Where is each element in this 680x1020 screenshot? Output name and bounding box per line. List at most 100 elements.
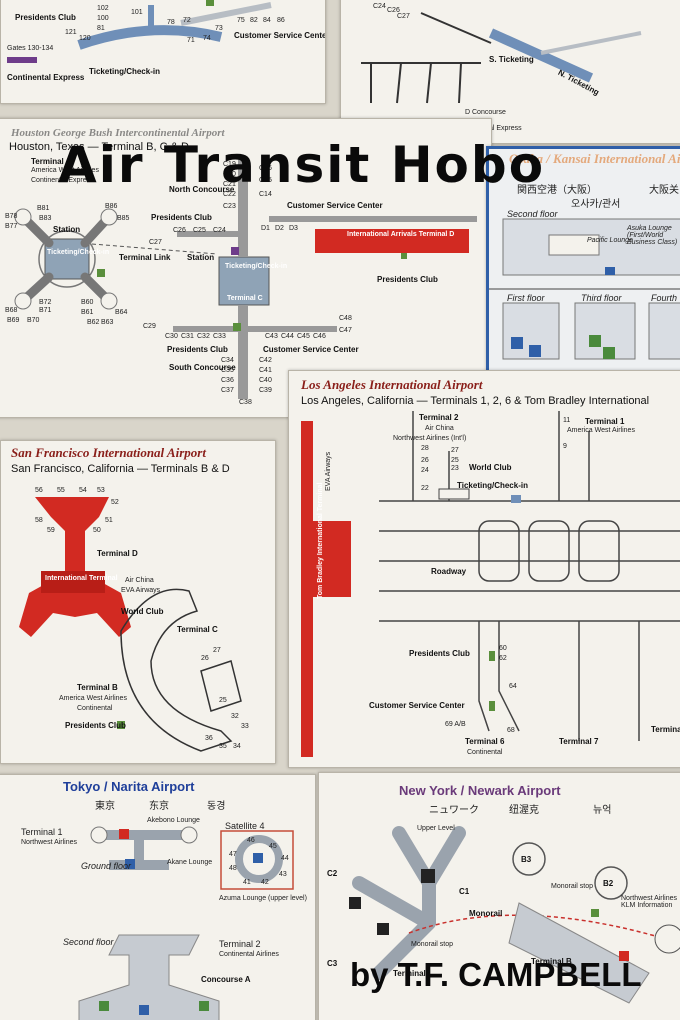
gate-c27: C27 bbox=[149, 239, 162, 246]
panel-houston-map: Houston George Bush Intercontinental Air… bbox=[0, 118, 492, 418]
la-gate-62: 62 bbox=[499, 655, 507, 662]
houston-north-concourse: North Concourse bbox=[169, 185, 235, 194]
sf-gate-27: 27 bbox=[213, 647, 221, 654]
gate-c33: C33 bbox=[213, 333, 226, 340]
tokyo-native-3: 동경 bbox=[207, 801, 226, 812]
tokyo-akane-lounge: Akane Lounge bbox=[167, 859, 213, 866]
houston-intl-arrivals: International Arrivals Terminal D bbox=[347, 231, 455, 238]
gate-c32: C32 bbox=[197, 333, 210, 340]
la-roadway: Roadway bbox=[431, 567, 467, 576]
tokyo-native-1: 東京 bbox=[95, 801, 115, 812]
gate-120: 120 bbox=[79, 35, 91, 42]
la-air-china: Air China bbox=[425, 425, 454, 432]
gate-c41: C41 bbox=[259, 367, 272, 374]
map-houston bbox=[14, 159, 477, 399]
la-presidents-club: Presidents Club bbox=[409, 649, 470, 658]
label-s-ticketing: S. Ticketing bbox=[489, 55, 534, 64]
la-continental: Continental bbox=[467, 749, 503, 756]
gate-c26: C26 bbox=[173, 227, 186, 234]
la-eva-airways: EVA Airways bbox=[325, 451, 332, 491]
gate-72: 72 bbox=[183, 17, 191, 24]
houston-title: Houston George Bush Intercontinental Air… bbox=[11, 127, 225, 139]
gate-84: 84 bbox=[263, 17, 271, 24]
gate-d3: D3 bbox=[289, 225, 298, 232]
gate-c31: C31 bbox=[181, 333, 194, 340]
panel-los-angeles-map: Los Angeles International Airport Los An… bbox=[288, 370, 680, 768]
gate-71: 71 bbox=[187, 37, 195, 44]
map-top-right bbox=[361, 12, 642, 104]
sf-gate-53: 53 bbox=[97, 487, 105, 494]
sf-terminal-d: Terminal D bbox=[97, 549, 138, 558]
gate-c14: C14 bbox=[259, 191, 272, 198]
sf-presidents-club: Presidents Club bbox=[65, 721, 126, 730]
newark-b3: B3 bbox=[521, 855, 532, 864]
osaka-native-c: 오사카/관서 bbox=[571, 199, 621, 210]
gate-86: 86 bbox=[277, 17, 285, 24]
sf-continental: Continental bbox=[77, 705, 113, 712]
gate-b86: B86 bbox=[105, 203, 118, 210]
label-presidents-club: Presidents Club bbox=[15, 13, 76, 22]
osaka-fourth: Fourth bbox=[651, 293, 678, 303]
newark-c3: C3 bbox=[327, 959, 338, 968]
gate-b60: B60 bbox=[81, 299, 94, 306]
sf-america-west: America West Airlines bbox=[59, 695, 127, 702]
la-subtitle: Los Angeles, California — Terminals 1, 2… bbox=[301, 395, 650, 407]
osaka-second-floor: Second floor bbox=[507, 209, 558, 219]
gate-c43: C43 bbox=[265, 333, 278, 340]
gate-b69: B69 bbox=[7, 317, 20, 324]
map-newark bbox=[349, 826, 680, 1004]
tokyo-terminal-1: Terminal 1 bbox=[21, 827, 63, 837]
tokyo-satellite-4: Satellite 4 bbox=[225, 821, 265, 831]
newark-b2: B2 bbox=[603, 879, 614, 888]
gate-75: 75 bbox=[237, 17, 245, 24]
gate-78: 78 bbox=[167, 19, 175, 26]
newark-c2: C2 bbox=[327, 869, 338, 878]
sf-gate-58: 58 bbox=[35, 517, 43, 524]
gate-b68: B68 bbox=[5, 307, 18, 314]
gate-101: 101 bbox=[131, 9, 143, 16]
newark-title: New York / Newark Airport bbox=[399, 783, 561, 798]
gate-b70: B70 bbox=[27, 317, 40, 324]
gate-b78: B78 bbox=[5, 213, 18, 220]
sf-terminal-b: Terminal B bbox=[77, 683, 118, 692]
book-author: by T.F. CAMPBELL bbox=[350, 956, 642, 993]
houston-customer-service-2: Customer Service Center bbox=[263, 345, 359, 354]
houston-customer-service-1: Customer Service Center bbox=[287, 201, 383, 210]
gate-74: 74 bbox=[203, 35, 211, 42]
gate-c35: C35 bbox=[221, 367, 234, 374]
gate-c48: C48 bbox=[339, 315, 352, 322]
sf-terminal-c: Terminal C bbox=[177, 625, 218, 634]
osaka-title: Osaka / Kansai International Airport bbox=[509, 151, 680, 166]
sf-gate-54: 54 bbox=[79, 487, 87, 494]
gate-c36: C36 bbox=[221, 377, 234, 384]
gate-c34: C34 bbox=[221, 357, 234, 364]
gate-b77: B77 bbox=[5, 223, 18, 230]
tokyo-second-floor: Second floor bbox=[63, 937, 114, 947]
gate-100: 100 bbox=[97, 15, 109, 22]
sf-gate-56: 56 bbox=[35, 487, 43, 494]
tokyo-gate-42: 42 bbox=[261, 879, 269, 886]
osaka-pacific-lounge: Pacific Lounge bbox=[587, 237, 633, 244]
tokyo-native-2: 东京 bbox=[149, 801, 169, 812]
panel-top-right-map: C24 C27 C26 S. Ticketing N. Ticketing D … bbox=[340, 0, 680, 144]
tokyo-gate-48: 48 bbox=[229, 865, 237, 872]
houston-terminal-link: Terminal Link bbox=[119, 253, 171, 262]
sf-gate-25: 25 bbox=[219, 697, 227, 704]
sf-title: San Francisco International Airport bbox=[11, 445, 206, 460]
sf-gate-34: 34 bbox=[233, 743, 241, 750]
map-tokyo bbox=[78, 826, 294, 1020]
la-world-club: World Club bbox=[469, 463, 512, 472]
sf-world-club: World Club bbox=[121, 607, 164, 616]
osaka-third-floor: Third floor bbox=[581, 293, 622, 303]
gate-c16: C16 bbox=[259, 165, 272, 172]
tokyo-title: Tokyo / Narita Airport bbox=[63, 779, 195, 794]
gate-c47: C47 bbox=[339, 327, 352, 334]
map-osaka bbox=[489, 218, 680, 360]
newark-native-3: 뉴억 bbox=[593, 805, 612, 816]
gate-d1: D1 bbox=[261, 225, 270, 232]
gate-73: 73 bbox=[215, 25, 223, 32]
tokyo-northwest: Northwest Airlines bbox=[21, 839, 78, 846]
houston-station-1: Station bbox=[53, 225, 81, 234]
sf-gate-33: 33 bbox=[241, 723, 249, 730]
